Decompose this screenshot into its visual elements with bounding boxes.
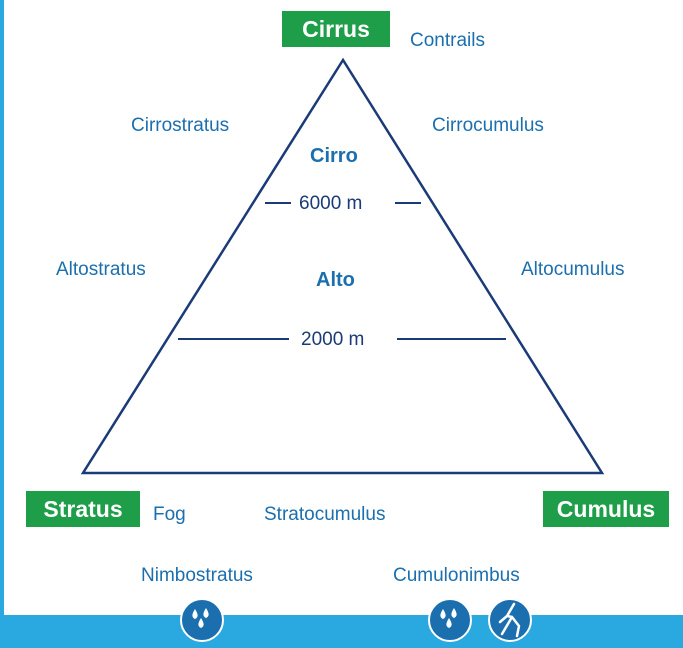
cirrus-label: Cirrus (302, 15, 370, 42)
altostratus-label: Altostratus (56, 259, 146, 280)
altocumulus-label: Altocumulus (521, 259, 625, 280)
alto-level-label: Alto (316, 269, 355, 291)
cloud-triangle (80, 57, 605, 475)
left-border (0, 0, 4, 648)
lightning-icon (488, 598, 532, 642)
contrails-label: Contrails (410, 30, 485, 51)
nimbostratus-label: Nimbostratus (141, 565, 253, 586)
rain-drops-icon (428, 598, 472, 642)
stratus-tag: Stratus (26, 491, 140, 527)
cumulus-tag: Cumulus (543, 491, 669, 527)
cirrostratus-label: Cirrostratus (131, 115, 230, 136)
cumulus-label: Cumulus (556, 495, 656, 522)
bottom-band (0, 615, 683, 648)
cumulonimbus-label: Cumulonimbus (393, 565, 520, 586)
cirro-level-label: Cirro (310, 145, 358, 167)
stratus-label: Stratus (43, 495, 123, 522)
cirrus-tag: Cirrus (282, 11, 390, 47)
stratocumulus-label: Stratocumulus (264, 504, 386, 525)
fog-label: Fog (153, 504, 186, 525)
rain-drops-icon (180, 598, 224, 642)
altitude-2000-label: 2000 m (299, 329, 367, 350)
altitude-6000-label: 6000 m (297, 193, 365, 214)
cirrocumulus-label: Cirrocumulus (432, 115, 544, 136)
